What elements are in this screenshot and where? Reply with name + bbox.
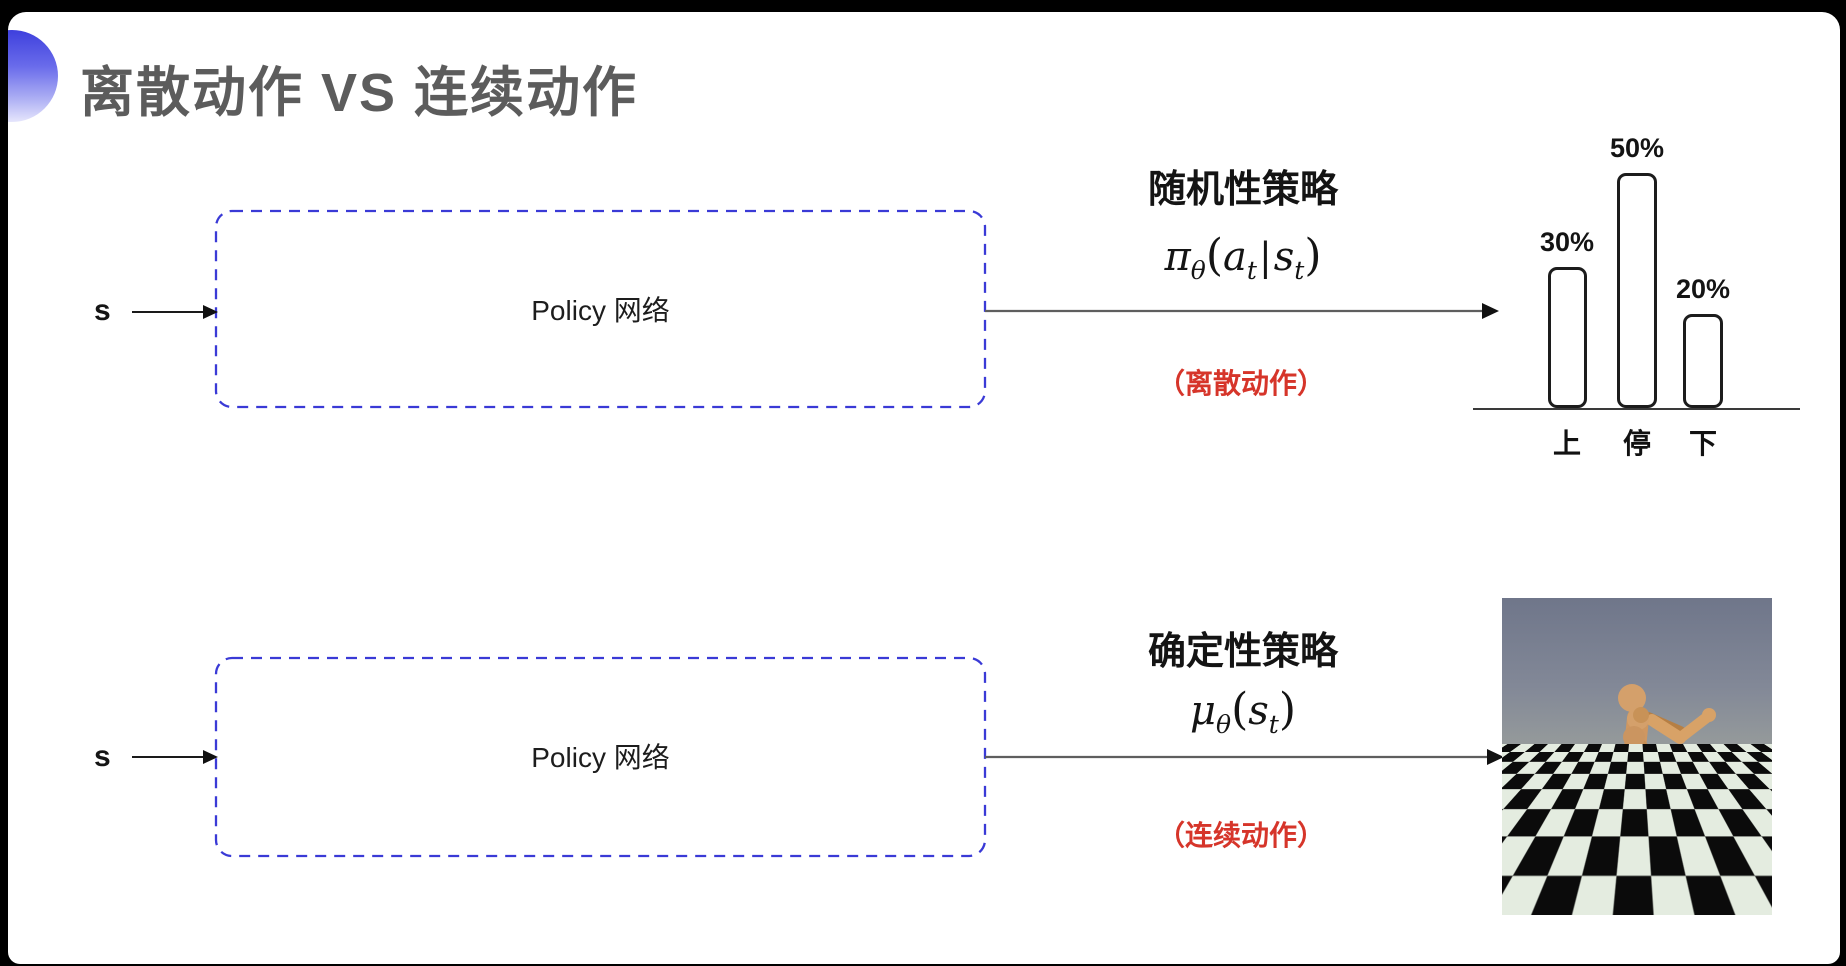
humanoid-figure — [1554, 684, 1716, 907]
bar-category-label: 下 — [1688, 428, 1717, 459]
policy-box-label-bottom: Policy 网络 — [531, 742, 670, 773]
bar-group: 50% — [1592, 133, 1682, 408]
input-arrow-top — [132, 305, 218, 319]
slide: 离散动作 VS 连续动作 s Policy 网络 — [8, 12, 1840, 964]
deterministic-policy-title: 确定性策略 — [1147, 631, 1338, 673]
bar-group: 20% — [1658, 274, 1748, 408]
input-state-label-top: s — [94, 294, 111, 327]
policy-box-label-top: Policy 网络 — [531, 295, 670, 326]
chart-baseline — [1473, 408, 1800, 410]
input-state-label-bottom: s — [94, 740, 111, 773]
action-probability-bar-chart: 30% 50% 20% 上 停 下 — [1460, 112, 1830, 462]
humanoid-simulation-image — [1502, 598, 1772, 915]
stochastic-policy-title: 随机性策略 — [1147, 169, 1338, 211]
bar — [1683, 314, 1723, 408]
accent-sphere-icon — [8, 30, 58, 122]
bar — [1617, 173, 1657, 408]
output-arrow-bottom — [985, 749, 1504, 765]
bar-group: 30% — [1522, 227, 1612, 408]
stochastic-policy-formula: πθ(at|st) — [1164, 230, 1322, 285]
slide-canvas: 离散动作 VS 连续动作 s Policy 网络 — [8, 12, 1840, 964]
bar-category-label: 停 — [1622, 428, 1651, 459]
continuous-action-note: （连续动作） — [1156, 820, 1325, 851]
page-title: 离散动作 VS 连续动作 — [80, 63, 639, 123]
bar — [1547, 267, 1587, 408]
bar-value-label: 20% — [1675, 274, 1731, 304]
bar-value-label: 30% — [1539, 227, 1595, 257]
bar-value-label: 50% — [1609, 133, 1665, 163]
input-arrow-bottom — [132, 750, 218, 764]
deterministic-policy-formula: μθ(st) — [1190, 684, 1296, 739]
bar-category-label: 上 — [1552, 428, 1581, 459]
discrete-action-note: （离散动作） — [1156, 368, 1325, 399]
output-arrow-top — [985, 303, 1499, 319]
